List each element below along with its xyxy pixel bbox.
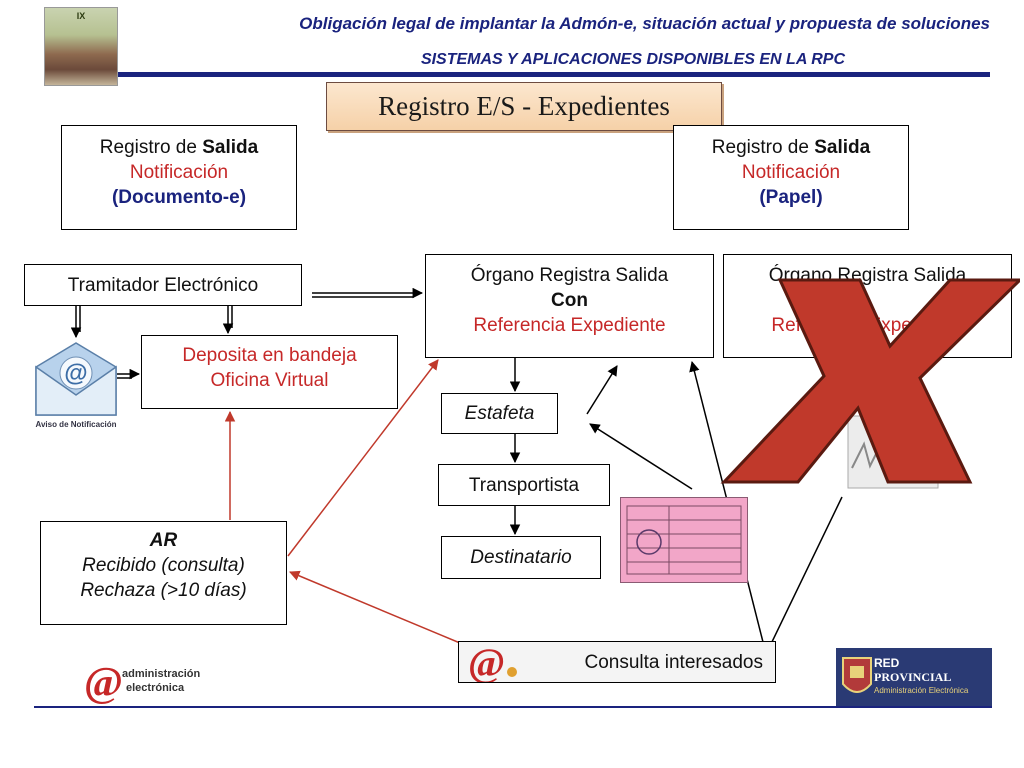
at-logo-icon: @ <box>468 640 517 685</box>
deposita-bandeja: Deposita en bandeja Oficina Virtual <box>141 335 398 409</box>
organo-registra-con-referencia: Órgano Registra Salida Con Referencia Ex… <box>425 254 714 358</box>
organo-con-line1: Órgano Registra Salida <box>470 265 669 286</box>
admin-logo-line2: electrónica <box>126 682 185 694</box>
registro-salida-p-bold: Salida <box>814 137 871 158</box>
svg-text:@: @ <box>64 360 87 387</box>
admin-at-icon: @ <box>84 660 123 706</box>
registro-salida-documento-e: Registro de Salida Notificación (Documen… <box>61 125 297 230</box>
deposita-line2: Oficina Virtual <box>210 370 329 391</box>
arrow-consulta-ar <box>289 570 461 644</box>
transportista: Transportista <box>438 464 610 506</box>
registro-salida-e-bold: Salida <box>202 137 259 158</box>
paper-notification-form-image <box>620 497 748 583</box>
main-title-text: Registro E/S - Expedientes <box>378 91 670 121</box>
organo-con-line3: Referencia Expediente <box>473 315 666 336</box>
registro-salida-e-line3: (Documento-e) <box>111 187 247 208</box>
arrow-stamp-estafeta <box>589 423 693 490</box>
registro-salida-e-line1: Registro de Salida <box>62 135 296 160</box>
envelope-icon: @ <box>35 342 117 416</box>
ar-line3: Rechaza (>10 días) <box>80 580 247 601</box>
red-provincial-logo: RED PROVINCIAL Administración Electrónic… <box>836 648 992 708</box>
at-sign-icon: @ <box>466 640 526 685</box>
registro-salida-p-line1: Registro de Salida <box>674 135 908 160</box>
destinatario: Destinatario <box>441 536 601 579</box>
arrow-estafeta-organo <box>586 365 618 415</box>
book-cover-image: IX <box>44 7 118 86</box>
deposita-line1: Deposita en bandeja <box>182 345 357 366</box>
header-title: Obligación legal de implantar la Admón-e… <box>299 14 990 33</box>
consulta-label: Consulta interesados <box>584 652 764 673</box>
email-caption: Aviso de Notificación <box>35 420 117 429</box>
registro-salida-p-prefix: Registro de <box>711 137 815 158</box>
arrow-ar-organo <box>287 359 439 557</box>
footer-divider <box>34 706 992 708</box>
ar-line1: AR <box>149 530 178 551</box>
arrow-consulta-right <box>769 496 843 647</box>
red-logo-line3: Administración Electrónica <box>874 686 969 695</box>
svg-text:@: @ <box>84 660 123 704</box>
form-lines-icon <box>626 505 742 575</box>
admin-logo-line1: administración <box>122 668 201 680</box>
red-logo-line2: PROVINCIAL <box>874 670 952 684</box>
header-divider <box>118 72 990 77</box>
rejected-x-icon <box>720 278 1020 484</box>
registro-salida-e-line2: Notificación <box>129 162 229 183</box>
organo-con-line2: Con <box>551 290 588 311</box>
registro-salida-e-prefix: Registro de <box>99 137 203 158</box>
estafeta: Estafeta <box>441 393 558 434</box>
ar-line2: Recibido (consulta) <box>82 555 245 576</box>
administracion-electronica-logo: @ administración electrónica <box>84 658 234 706</box>
svg-text:@: @ <box>468 642 505 682</box>
registro-salida-p-line2: Notificación <box>741 162 841 183</box>
registro-salida-papel: Registro de Salida Notificación (Papel) <box>673 125 909 230</box>
acuse-recibo: AR Recibido (consulta) Rechaza (>10 días… <box>40 521 287 625</box>
book-cover-label: IX <box>76 11 86 21</box>
email-notification-icon: @ Aviso de Notificación <box>30 337 122 429</box>
red-logo-line1: RED <box>874 656 900 670</box>
header-subtitle: SISTEMAS Y APLICACIONES DISPONIBLES EN L… <box>420 51 845 68</box>
tramitador-electronico: Tramitador Electrónico <box>24 264 302 306</box>
coat-of-arms-icon <box>842 657 872 693</box>
registro-salida-p-line3: (Papel) <box>759 187 823 208</box>
main-title: Registro E/S - Expedientes <box>326 82 722 131</box>
